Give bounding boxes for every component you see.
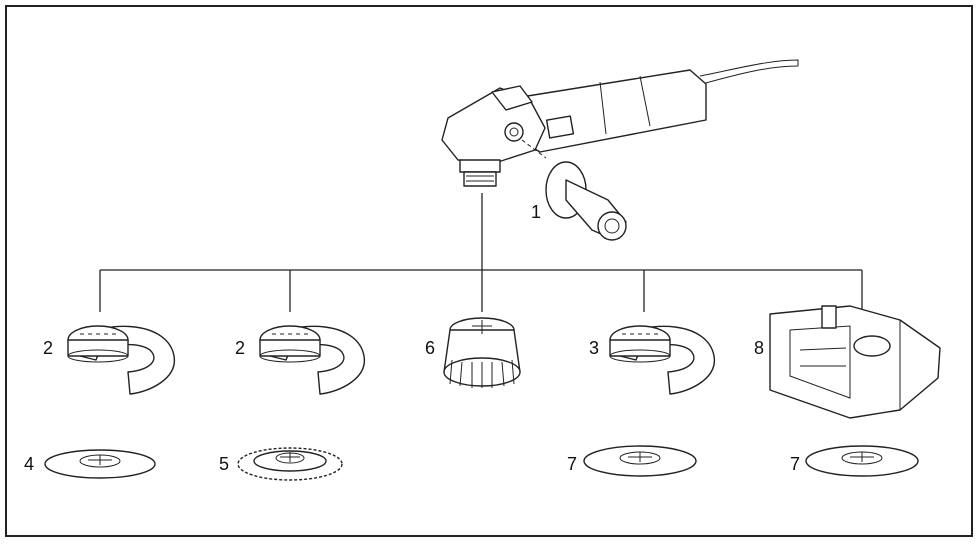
disc-part-7b [805,445,919,477]
diagram-frame [5,5,973,537]
disc-part-7a [583,445,697,477]
callout-1: 1 [531,202,542,222]
side-handle-part-1 [545,161,627,241]
callout-2b: 2 [235,338,246,358]
connector-lines [99,193,863,312]
disc-part-4 [44,449,156,479]
angle-grinder [441,59,799,187]
wire-wheel-brush-part-5 [237,447,343,481]
wheel-guard-part-2a [67,325,175,395]
cutting-guard-part-8 [769,305,941,419]
callout-5: 5 [219,454,230,474]
wheel-guard-part-2b [259,325,365,395]
callout-6: 6 [425,338,436,358]
callout-2a: 2 [43,338,54,358]
callout-8: 8 [754,338,765,358]
wheel-guard-part-3 [609,325,715,395]
callout-7a: 7 [567,454,578,474]
callout-4: 4 [24,454,35,474]
wire-cup-brush-part-6 [443,317,521,388]
callout-3: 3 [589,338,600,358]
callout-7b: 7 [790,454,801,474]
